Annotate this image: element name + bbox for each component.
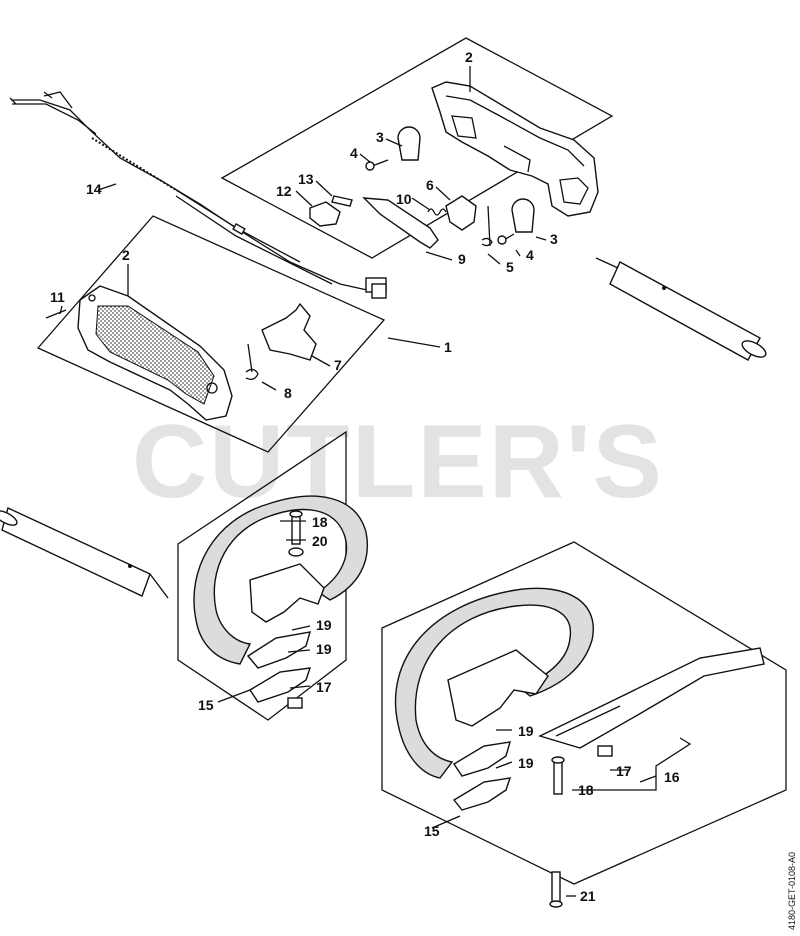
wiring-harness — [9, 91, 387, 299]
clamp-half-19-left — [246, 631, 312, 703]
callout-8: 8 — [284, 385, 292, 401]
handle-housing-lower — [77, 285, 233, 421]
callout-21: 21 — [580, 888, 596, 904]
throttle-trigger — [245, 302, 317, 380]
washer-20 — [288, 547, 304, 557]
throttle-components — [362, 195, 493, 249]
callout-10: 10 — [396, 191, 412, 207]
screw-18-right — [551, 756, 565, 795]
callout-17-left: 17 — [316, 679, 332, 695]
callout-20: 20 — [312, 533, 328, 549]
loop-handle-left — [193, 495, 368, 665]
loop-handle-right — [394, 587, 594, 779]
callout-15-right: 15 — [424, 823, 440, 839]
callout-15-left: 15 — [198, 697, 214, 713]
screw-21 — [549, 871, 563, 908]
loop-handle-box-left — [177, 430, 347, 721]
control-handle-box-lower — [36, 215, 386, 453]
callout-3-upper: 3 — [376, 129, 384, 145]
callout-16: 16 — [664, 769, 680, 785]
callout-3-lower: 3 — [550, 231, 558, 247]
callout-7: 7 — [334, 357, 342, 373]
nut-17-left — [287, 697, 303, 709]
callout-11: 11 — [50, 289, 65, 305]
document-id: 4180-GET-0108-A0 — [787, 852, 797, 930]
slide-switch-parts — [309, 195, 353, 227]
callout-labels: 2 3 4 13 6 14 12 10 3 2 4 9 5 11 1 7 8 1… — [50, 49, 680, 904]
nut-17-right — [597, 745, 613, 757]
handle-housing-upper — [431, 81, 599, 217]
screw-18-left — [289, 510, 303, 545]
callout-2-lower: 2 — [122, 247, 130, 263]
callout-19-left-b: 19 — [316, 641, 332, 657]
callout-19-right-b: 19 — [518, 755, 534, 771]
callout-5: 5 — [506, 259, 514, 275]
callout-13: 13 — [298, 171, 314, 187]
clamp-half-19-right — [452, 741, 512, 811]
callout-1: 1 — [444, 339, 452, 355]
clamp-screw-upper — [365, 126, 421, 171]
callout-19-right-a: 19 — [518, 723, 534, 739]
drive-tube-lower — [0, 507, 169, 599]
control-handle-box-top — [36, 37, 614, 453]
drive-tube-upper — [595, 257, 767, 361]
callout-19-left-a: 19 — [316, 617, 332, 633]
callout-6: 6 — [426, 177, 434, 193]
clamp-screw-lower — [497, 198, 535, 245]
callout-4-lower: 4 — [526, 247, 534, 263]
callout-18-right: 18 — [578, 782, 594, 798]
callout-4-upper: 4 — [350, 145, 358, 161]
leader-lines — [59, 66, 692, 897]
loop-handle-box-right — [381, 541, 787, 885]
callout-14: 14 — [86, 181, 102, 197]
callout-2-upper: 2 — [465, 49, 473, 65]
barrier-bar-16 — [538, 647, 765, 749]
watermark-text: CUTLER'S — [132, 404, 664, 520]
screw-11 — [45, 309, 67, 319]
callout-9: 9 — [458, 251, 466, 267]
callout-12: 12 — [276, 183, 292, 199]
callout-17-right: 17 — [616, 763, 632, 779]
callout-18-left: 18 — [312, 514, 328, 530]
